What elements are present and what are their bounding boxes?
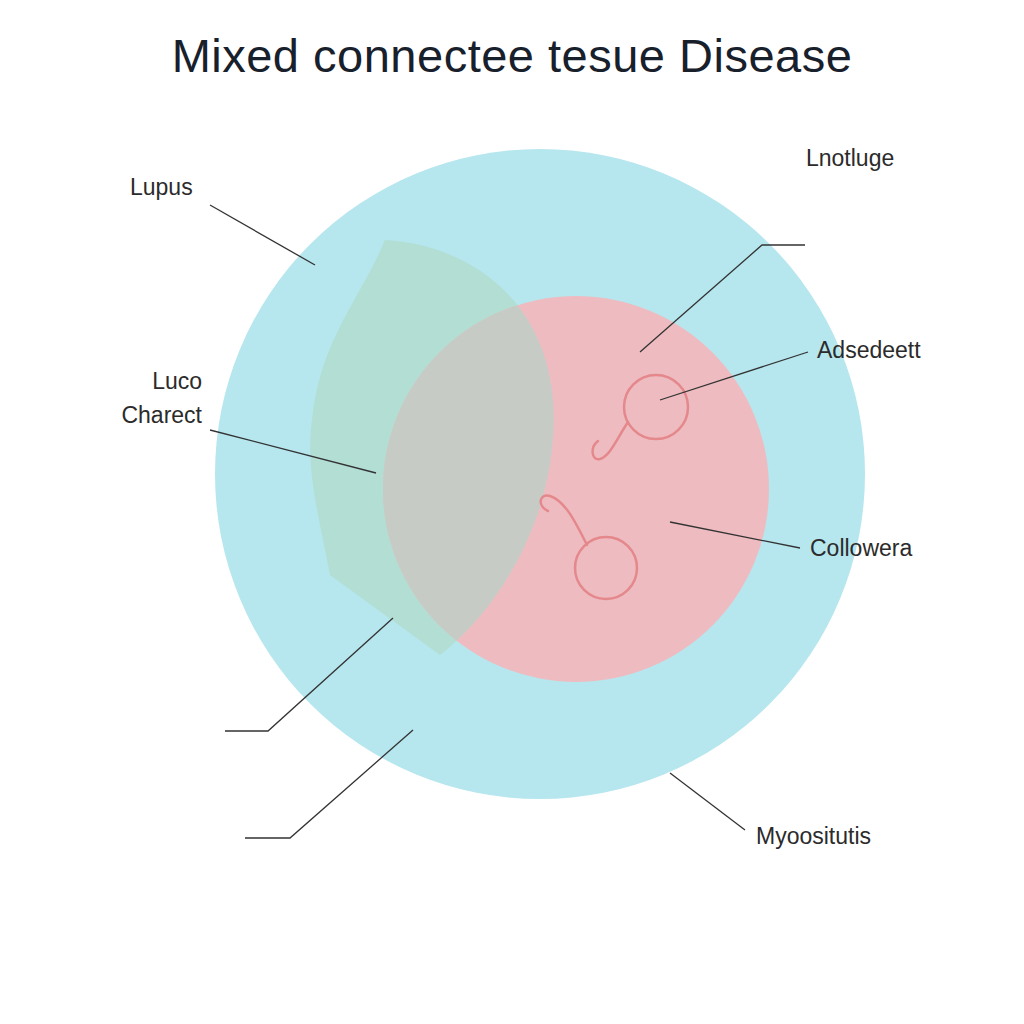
inner-circle (383, 296, 769, 682)
callout-label: Lupus (130, 170, 250, 204)
leader-line (660, 352, 808, 400)
leader-line (210, 205, 315, 265)
hook-symbol (541, 496, 587, 545)
overlap-region (383, 296, 769, 682)
leader-line (245, 730, 413, 838)
callout-label: Luco Charect (90, 364, 202, 432)
leader-line (225, 618, 393, 731)
cell-symbol (575, 537, 637, 599)
leader-line (640, 245, 805, 352)
leader-line (670, 522, 800, 548)
hook-symbol (593, 422, 628, 459)
callout-label: Lnotluge (806, 141, 946, 175)
outer-circle (215, 149, 865, 799)
callout-label: Adsedeett (817, 333, 967, 367)
cell-symbol (624, 375, 688, 439)
leader-line (210, 430, 376, 473)
diagram-title: Mixed connectee tesue Disease (0, 28, 1024, 83)
callout-label: Myoositutis (756, 819, 936, 853)
callout-label: Collowera (810, 531, 970, 565)
leader-line (670, 773, 745, 830)
